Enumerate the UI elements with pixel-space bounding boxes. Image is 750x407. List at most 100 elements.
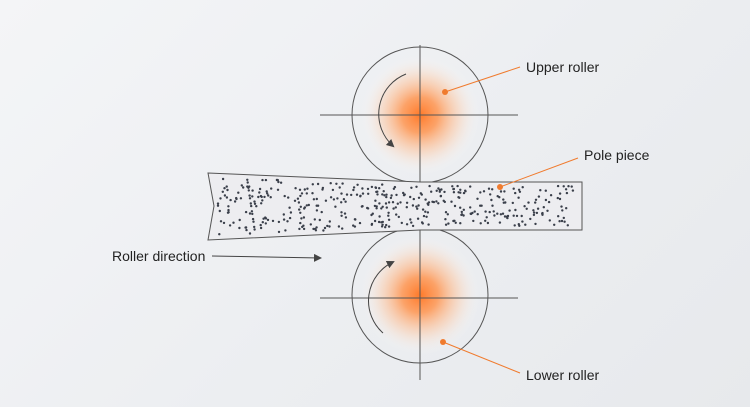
particle-dot [228, 224, 232, 227]
particle-dot [232, 221, 235, 224]
particle-dot [525, 207, 528, 210]
particle-dot [250, 204, 253, 208]
particle-dot [341, 182, 344, 185]
particle-dot [557, 215, 560, 218]
particle-dot [459, 222, 462, 225]
particle-dot [374, 199, 377, 202]
particle-dot [444, 218, 447, 221]
particle-dot [394, 206, 397, 209]
particle-dot [409, 218, 412, 221]
particle-dot [298, 188, 302, 191]
particle-dot [405, 223, 409, 226]
particle-dot [529, 217, 532, 221]
particle-dot [248, 197, 252, 200]
particle-dot [517, 196, 520, 199]
particle-dot [553, 223, 556, 226]
pole-piece-pointer-dot [497, 184, 503, 190]
particle-dot [322, 229, 325, 232]
particle-dot [284, 229, 287, 232]
particle-dot [373, 204, 377, 208]
particle-dot [450, 200, 453, 203]
lower-rotation-arrow [368, 260, 395, 334]
particle-dot [438, 188, 441, 192]
particle-dot [539, 189, 542, 192]
particle-dot [358, 221, 362, 225]
particle-dot [261, 221, 264, 224]
particle-dot [384, 202, 388, 205]
particle-dot [361, 192, 365, 195]
particle-dot [427, 223, 430, 226]
particle-dot [329, 196, 333, 199]
particle-dot [287, 196, 290, 199]
particle-dot [375, 207, 378, 210]
particle-dot [412, 197, 415, 201]
particle-dot [447, 222, 450, 225]
particle-dot [342, 198, 346, 201]
particle-dot [299, 205, 302, 208]
particle-dot [387, 218, 391, 221]
particle-dot [532, 213, 536, 217]
particle-dot [309, 223, 312, 226]
particle-dot [385, 223, 388, 227]
particle-dot [303, 188, 306, 191]
particle-dot [452, 191, 456, 194]
particle-dot [505, 215, 508, 218]
particle-dot [252, 220, 255, 223]
particle-dot [402, 191, 405, 195]
particle-dot [344, 200, 347, 203]
particle-dot [302, 216, 306, 219]
particle-dot [482, 190, 486, 193]
particle-dot [564, 188, 568, 191]
particle-dot [244, 226, 247, 229]
particle-dot [221, 190, 224, 193]
particle-dot [293, 199, 297, 202]
particle-dot [318, 218, 321, 222]
particle-dot [387, 201, 391, 204]
particle-dot [396, 202, 399, 205]
particle-dot [335, 182, 338, 185]
particle-dot [558, 220, 561, 223]
particle-dot [499, 190, 503, 193]
particle-dot [312, 198, 316, 201]
particle-dot [411, 224, 415, 228]
particle-dot [514, 191, 517, 195]
particle-dot [411, 204, 415, 207]
particle-dot [315, 226, 318, 229]
particle-dot [302, 227, 306, 231]
particle-dot [276, 178, 279, 182]
particle-dot [227, 205, 230, 208]
particle-dot [410, 221, 413, 224]
particle-dot [567, 185, 570, 188]
particle-dot [425, 215, 428, 218]
particle-dot [329, 182, 332, 185]
particle-dot [385, 206, 388, 209]
particle-dot [276, 188, 280, 191]
particle-dot [267, 194, 270, 197]
particle-dot [390, 194, 393, 197]
particle-dot [226, 188, 229, 192]
particle-dot [508, 209, 511, 212]
particle-dot [437, 202, 440, 205]
particle-dot [459, 188, 462, 191]
roller-direction-arrow [211, 253, 322, 262]
particle-dot [535, 211, 539, 215]
particle-dot [536, 207, 540, 210]
particle-dot [381, 223, 384, 226]
particle-dot [326, 224, 329, 228]
particle-dot [400, 221, 403, 225]
particle-dot [269, 196, 272, 199]
particle-dot [294, 187, 297, 190]
particle-dot [237, 191, 240, 194]
particle-dot [513, 224, 516, 227]
lower-roller-label: Lower roller [526, 367, 599, 383]
particle-dot [223, 194, 227, 197]
particle-dot [298, 227, 301, 231]
lower-roller [320, 218, 518, 380]
particle-dot [265, 190, 268, 193]
particle-dot [492, 210, 495, 213]
particle-dot [459, 191, 462, 194]
particle-dot [416, 217, 420, 220]
particle-dot [452, 219, 455, 223]
particle-dot [340, 214, 343, 217]
